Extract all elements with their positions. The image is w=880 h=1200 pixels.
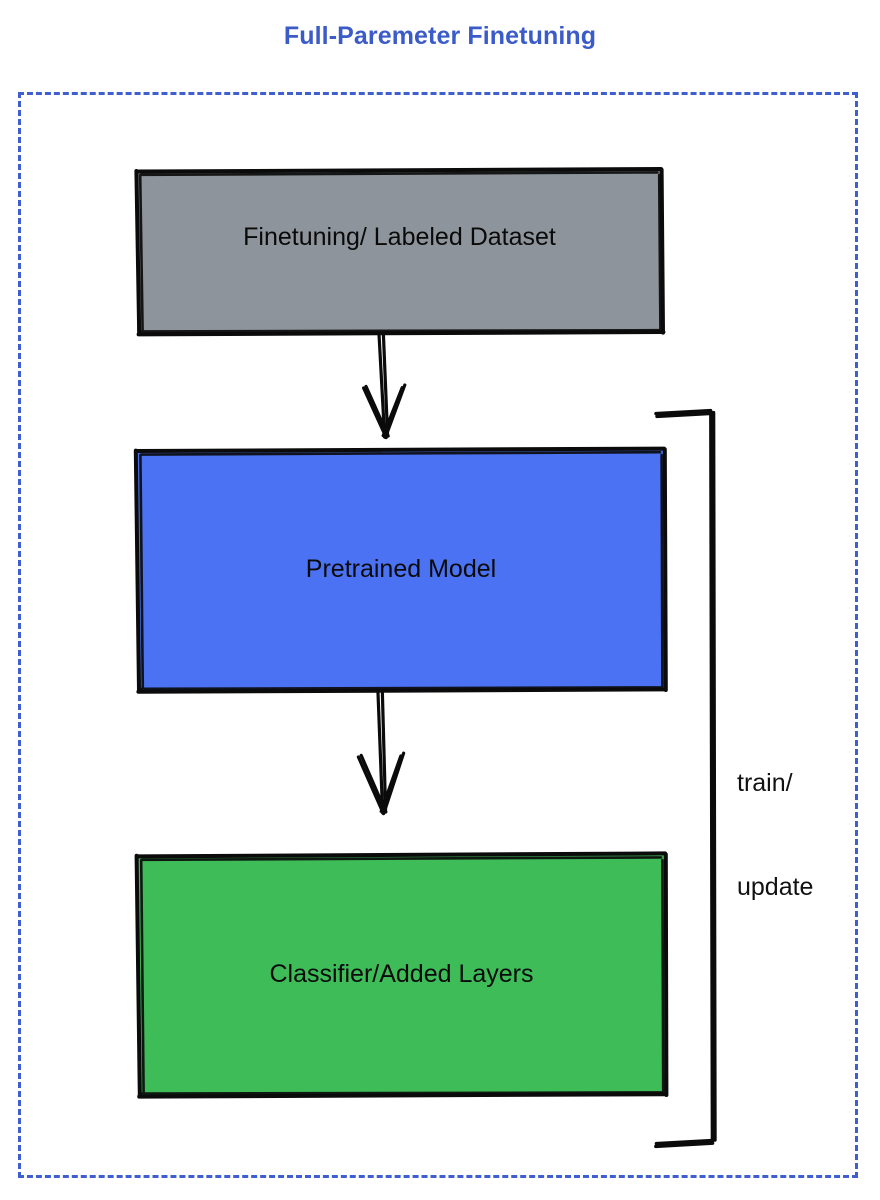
edge-feedback-loop-label: train/ update: [737, 697, 813, 973]
node-dataset-fill: [137, 170, 662, 333]
node-pretrained-model-label: Pretrained Model: [305, 555, 497, 583]
dashed-boundary: [18, 92, 858, 1178]
node-pretrained-model-fill: [137, 450, 665, 691]
node-dataset[interactable]: Finetuning/ Labeled Dataset: [137, 170, 662, 333]
edge-feedback-loop-label-line2: update: [737, 872, 814, 901]
edge-feedback-loop-label-line1: train/: [737, 769, 793, 797]
node-pretrained-model[interactable]: Pretrained Model: [137, 450, 665, 691]
page-title: Full-Paremeter Finetuning: [283, 22, 597, 50]
node-classifier-fill: [138, 855, 665, 1096]
node-dataset-label: Finetuning/ Labeled Dataset: [243, 223, 556, 251]
node-classifier-label: Classifier/Added Layers: [269, 960, 534, 988]
node-classifier[interactable]: Classifier/Added Layers: [138, 855, 665, 1096]
